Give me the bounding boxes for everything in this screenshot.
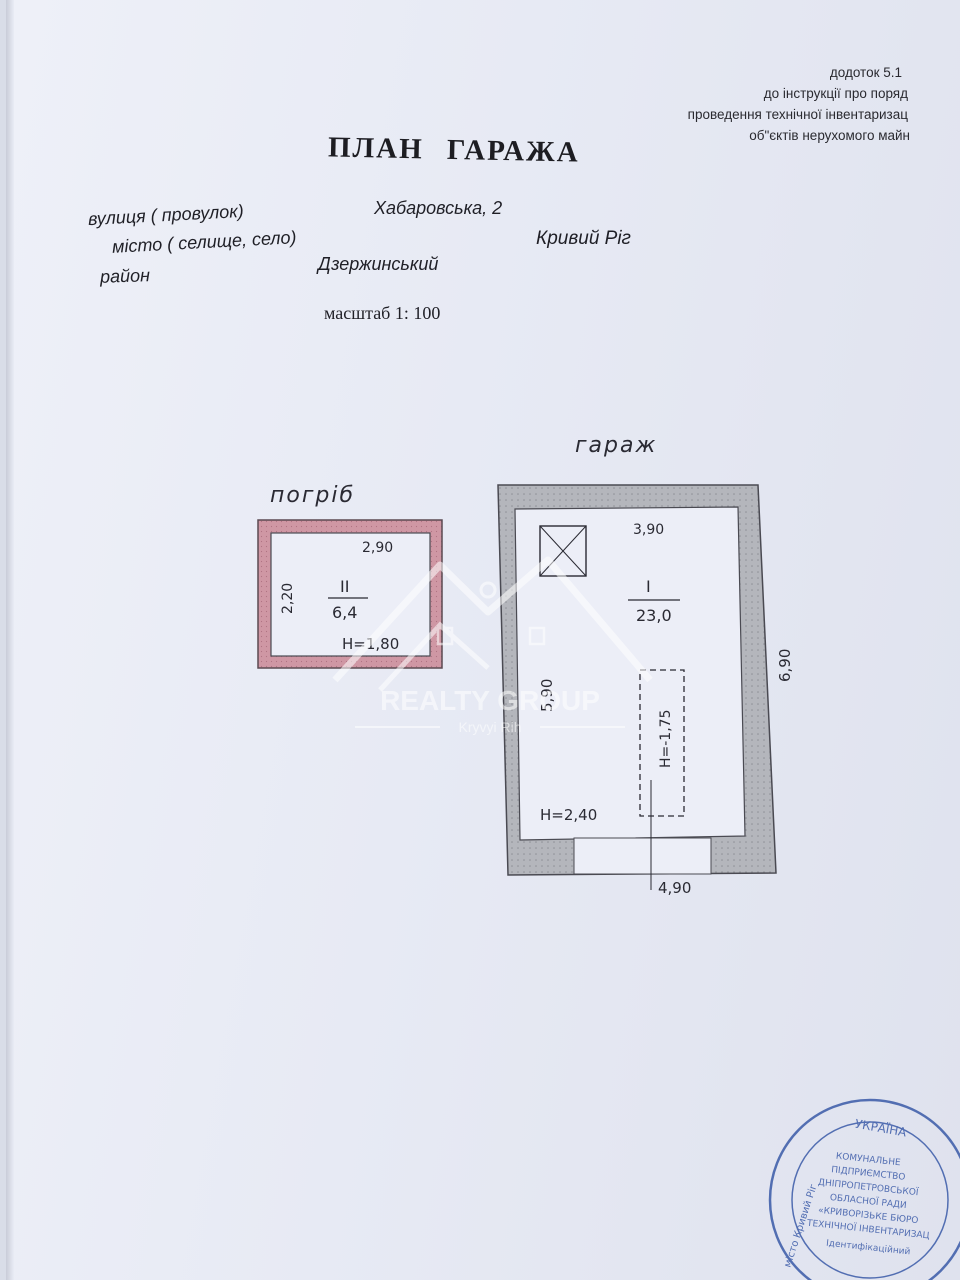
document-sheet: додоток 5.1 до інструкції про поряд пров… [6,0,960,1280]
stamp-inner-ring [791,1121,949,1279]
garage-inner-width: 3,90 [633,522,664,538]
appendix-line: до інструкції про поряд [763,86,908,101]
garage-outer-width: 4,90 [658,879,691,897]
cellar-depth: 2,20 [280,583,296,614]
watermark-brand: REALTY GROUP [380,685,600,716]
garage-door-opening [573,837,712,875]
street-value: Хабаровська, 2 [374,198,503,218]
pit-depth: H=-1,75 [658,710,674,768]
roof-logo-icon [378,621,490,692]
district-value: Дзержинський [318,254,439,274]
appendix-line: об"єктів нерухомого майн [749,128,910,143]
roof-logo-icon [332,556,653,683]
logo-window-icon [528,626,546,646]
appendix-line: проведення технічної інвентаризац [687,107,908,122]
appendix-line: додоток 5.1 [829,65,902,80]
cellar-width: 2,90 [362,540,393,556]
garage-height: H=2,40 [540,806,597,824]
ventilation-cross [539,525,587,577]
appendix-note: додоток 5.1 до інструкції про поряд пров… [687,62,910,146]
cellar-name: погріб [270,483,355,508]
stamp-line: Ідентифікаційний [826,1239,911,1258]
logo-window-icon [436,626,454,646]
cellar-area: 6,4 [332,603,357,622]
garage-inner-length: 5,90 [538,679,556,712]
garage-plan: гараж H=-1,75 3,90 6,90 5,90 4,90 I 23,0… [497,433,794,897]
cellar-room [270,532,431,657]
garage-area: 23,0 [636,606,672,625]
garage-name: гараж [575,433,657,458]
stamp-outer-ring [768,1098,960,1280]
realty-group-watermark: REALTY GROUP Kryvyi Rih [332,556,653,735]
cellar-number: II [340,577,349,596]
official-stamp: УКРАЇНА місто Кривий Ріг КОМУНАЛЬНЕ ПІДП… [768,1098,960,1280]
garage-outer-length: 6,90 [776,649,794,682]
inspection-pit [639,669,685,817]
cellar-plan: погріб 2,90 2,20 II 6,4 H=1,80 [257,483,443,669]
watermark-city: Kryvyi Rih [458,719,521,735]
scale-label: масштаб 1: 100 [324,303,441,323]
city-value: Кривий Ріг [536,228,631,249]
sheet-edge [6,0,14,1280]
stamp-country: УКРАЇНА [854,1116,909,1140]
logo-circle-icon [479,581,497,599]
garage-number: I [646,577,651,596]
